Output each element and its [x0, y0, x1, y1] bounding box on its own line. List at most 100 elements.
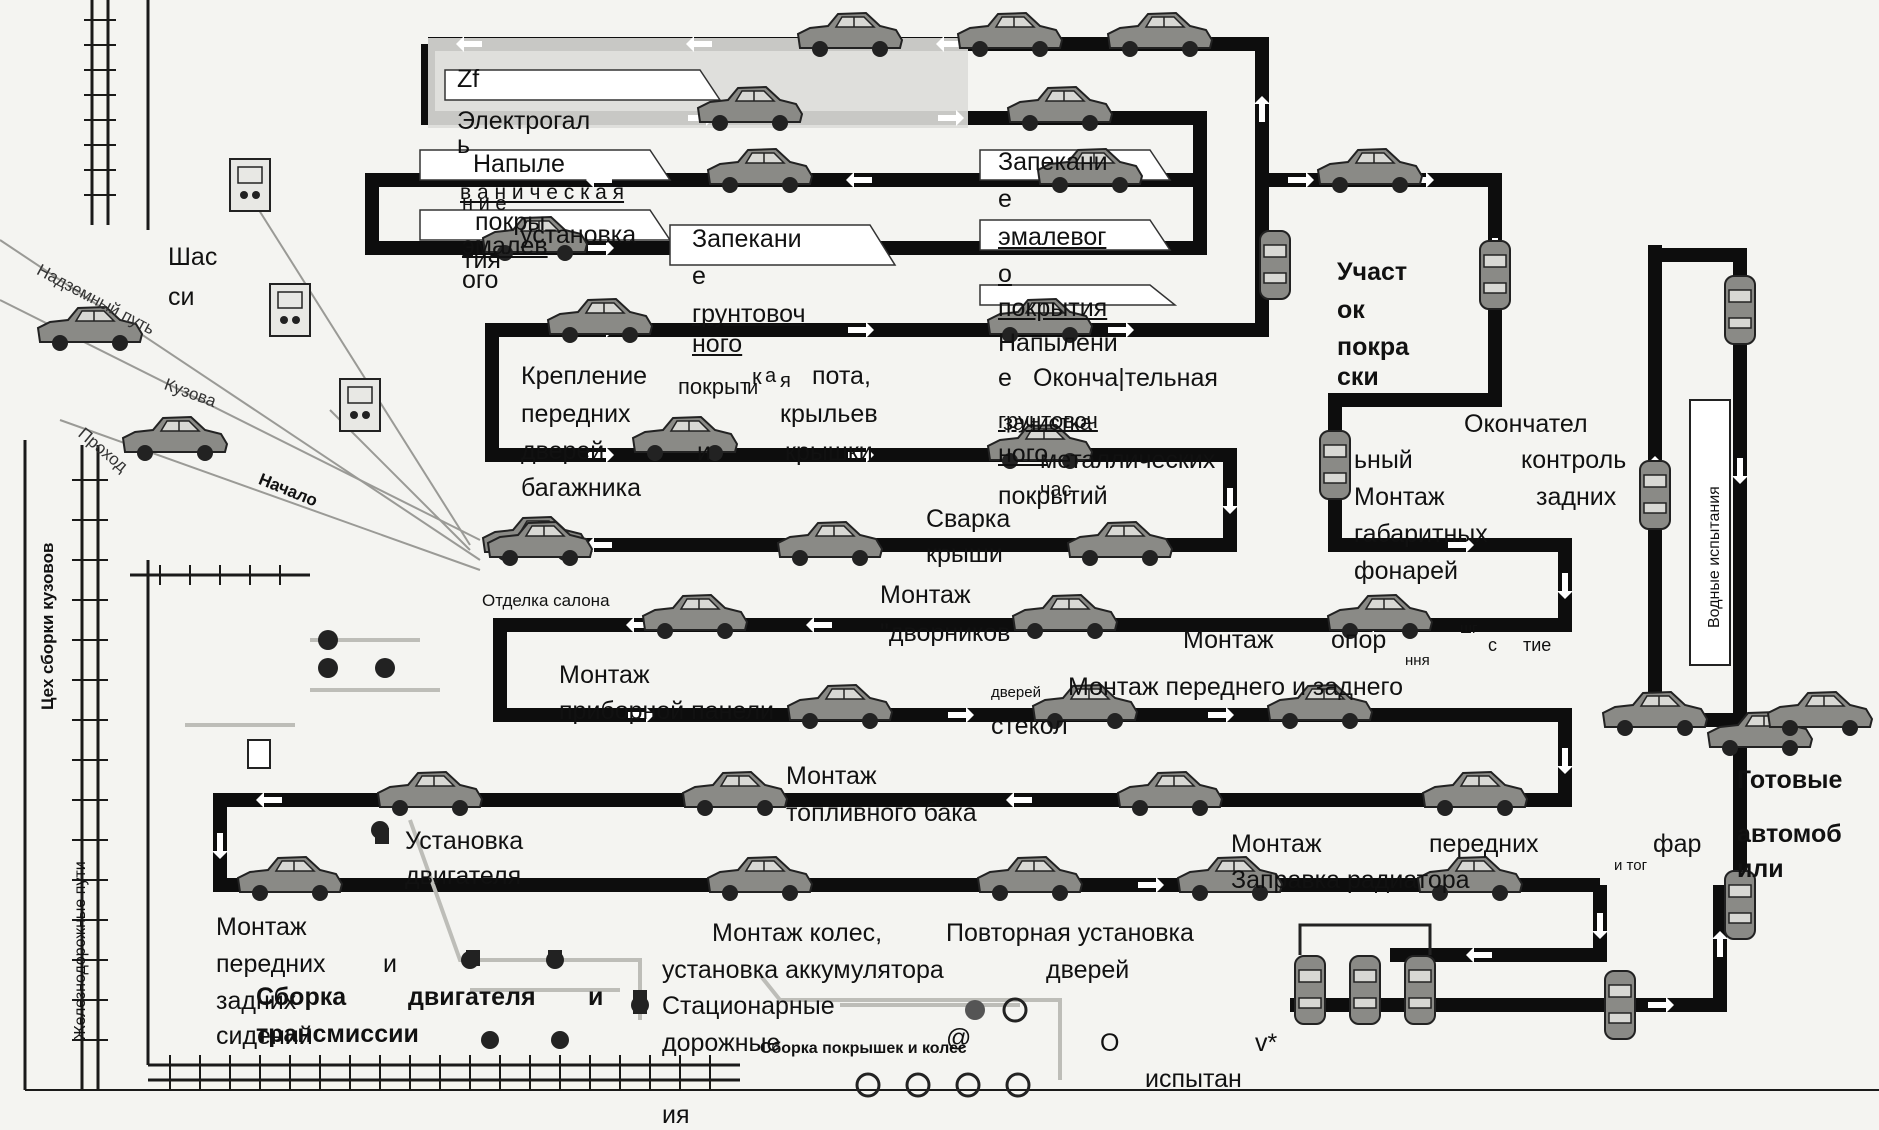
label-paint-section-line3: покра — [1337, 333, 1410, 361]
railway-tracks — [23, 0, 1879, 1091]
water-test-chamber — [1689, 399, 1731, 666]
label-dashboard-line2: приборной панели — [559, 697, 775, 725]
label-supports-line2: опор — [1331, 626, 1387, 654]
label-primer-spray-line1: Напылени — [998, 329, 1118, 357]
label-primer-baking-line3: грунтовоч — [692, 300, 806, 328]
label-enamel-baking-line5: покрытия — [998, 294, 1108, 322]
label-glass-line2: Монтаж переднего и заднего — [1068, 673, 1404, 701]
wheel-circles — [855, 997, 1031, 1098]
label-supports-line1: Монтаж — [1183, 626, 1274, 654]
label-spraying-line3: н и е — [462, 193, 507, 215]
label-wheels-line3: установка аккумулятора — [662, 956, 944, 984]
car-bodies — [37, 306, 593, 567]
engine-units — [247, 739, 647, 1014]
label-paint-section-line1: Участ — [1337, 258, 1408, 286]
label-enamel-baking-line1: Запекани — [998, 148, 1108, 176]
label-chassis-line2: си — [168, 283, 195, 311]
label-primer-baking-line4: ного — [692, 330, 743, 358]
label-enamel-baking-line4: о — [998, 260, 1012, 288]
chassis-units — [229, 158, 381, 432]
label-electroplating-line1: Электрогал — [457, 107, 591, 135]
label-engine-install-line2: двигателя — [405, 862, 522, 890]
label-fuel-tank-line2: топливного бака — [786, 799, 977, 827]
label-railway: Железнодорожные пути — [72, 861, 89, 1040]
label-headlights-line1: Монтаж — [1231, 830, 1322, 858]
label-dashboard-line1: Монтаж — [559, 661, 650, 689]
label-engine-install-line1: Установка — [405, 827, 524, 855]
label-final-control-line2: ьный — [1354, 446, 1413, 474]
label-roof-welding-line2: крыши — [926, 540, 1003, 568]
label-spraying-line4: покры — [475, 208, 546, 236]
label-headlights-line2: передних — [1429, 830, 1539, 858]
label-rear-lights-line1: Монтаж — [1354, 483, 1445, 511]
label-seats-line1: Монтаж — [216, 913, 307, 941]
label-radiator-fill: Заправка радиатора — [1231, 866, 1470, 894]
final-test-frame — [1298, 923, 1432, 955]
label-wipers-line2: "дворников — [880, 619, 1011, 647]
label-wheels-line4: дверей — [1046, 956, 1130, 984]
label-final-clean-line2: зачистка — [1003, 410, 1093, 435]
label-road-tests-line7: ия — [662, 1101, 690, 1129]
label-mounting-line11: крыльев — [780, 400, 878, 428]
label-body-shop: Цех сборки кузовов — [38, 542, 57, 710]
label-wheels-line1: Монтаж колес, — [712, 919, 883, 947]
label-engine-assembly-line3: и — [588, 983, 604, 1011]
label-final-control-line1: Окончател — [1464, 410, 1588, 438]
label-supports-line5: тие — [1523, 635, 1552, 655]
label-electroplating-line2: ь — [457, 131, 471, 159]
label-road-tests-line2: дорожные — [662, 1029, 781, 1057]
label-road-tests-line6: испытан — [1145, 1065, 1242, 1093]
label-seats-line5: сидений — [216, 1022, 313, 1050]
label-water-tests: Водные испытания — [1706, 486, 1723, 628]
label-spraying-line5: установка — [520, 221, 637, 249]
feeder-nodes — [318, 630, 985, 1049]
label-glass-line3: стекол — [991, 712, 1068, 740]
label-primer-baking-line1: Запекани — [692, 225, 802, 253]
label-supports-line6: ння — [1405, 652, 1430, 669]
label-supports-line3: шг — [1460, 620, 1478, 637]
label-mounting-line13: крышки — [785, 438, 873, 466]
label-final-clean-line1: Оконча|тельная — [1033, 364, 1218, 392]
label-glass-line1: дверей — [991, 684, 1041, 701]
label-primer-spray-line2: е — [998, 364, 1012, 392]
label-enamel-baking-line3: эмалевог — [998, 223, 1107, 251]
label-headlights-line3: фар — [1653, 830, 1702, 858]
label-fuel-tank-line1: Монтаж — [786, 762, 877, 790]
label-paint-section-line4: ски — [1337, 363, 1379, 391]
label-road-tests-line4: О — [1100, 1029, 1120, 1057]
label-primer-spray-line4: ного — [998, 440, 1049, 468]
label-finished-cars-line2: автомоб — [1737, 820, 1842, 848]
label-engine-assembly-line2: двигателя — [408, 983, 536, 1011]
label-mounting-line8: а — [765, 365, 777, 387]
label-finished-cars-line1: Готовые — [1737, 766, 1843, 794]
label-mounting-line9: я — [780, 370, 791, 392]
label-spraying-line7: тия — [462, 246, 501, 274]
label-mounting-line3: дверей — [521, 437, 605, 465]
label-rear-lights-line3: габаритных — [1354, 520, 1488, 548]
label-interior-trim: Отделка салона — [482, 591, 610, 610]
label-final-clean-line5: час — [1040, 479, 1072, 501]
overhead-path — [0, 179, 481, 571]
label-enamel-baking-line2: е — [998, 185, 1012, 213]
label-wheels-line2: Повторная установка — [946, 919, 1194, 947]
label-road-tests-line3: @ — [946, 1024, 972, 1052]
label-mounting-line1: Крепление — [521, 362, 648, 390]
label-paint-section-line2: ок — [1337, 296, 1365, 324]
label-zf: Zf — [457, 65, 480, 93]
label-primer-spray-line3: грунтовоч — [998, 408, 1098, 433]
label-final-clean-line3: металлических — [1040, 446, 1216, 474]
label-seats-line4: задних — [216, 987, 297, 1015]
label-finished-cars-line3: или — [1737, 855, 1784, 883]
label-road-tests-line1: Стационарные — [662, 992, 835, 1020]
label-seats-line3: и — [383, 950, 397, 978]
label-mounting-line4: багажника — [521, 474, 642, 502]
label-mounting-line10: пота, — [812, 362, 871, 390]
label-spraying-line1: Напыле — [473, 150, 565, 178]
label-rear-lights-line4: фонарей — [1354, 557, 1458, 585]
label-final-clean-line4: покрытий — [998, 482, 1108, 510]
label-mounting-line7: и — [747, 377, 759, 399]
label-rear-lights-line2: задних — [1536, 483, 1617, 511]
label-supports-line4: с — [1488, 635, 1497, 655]
label-tire-assembly: Сборка покрышек и колес — [760, 1040, 967, 1057]
